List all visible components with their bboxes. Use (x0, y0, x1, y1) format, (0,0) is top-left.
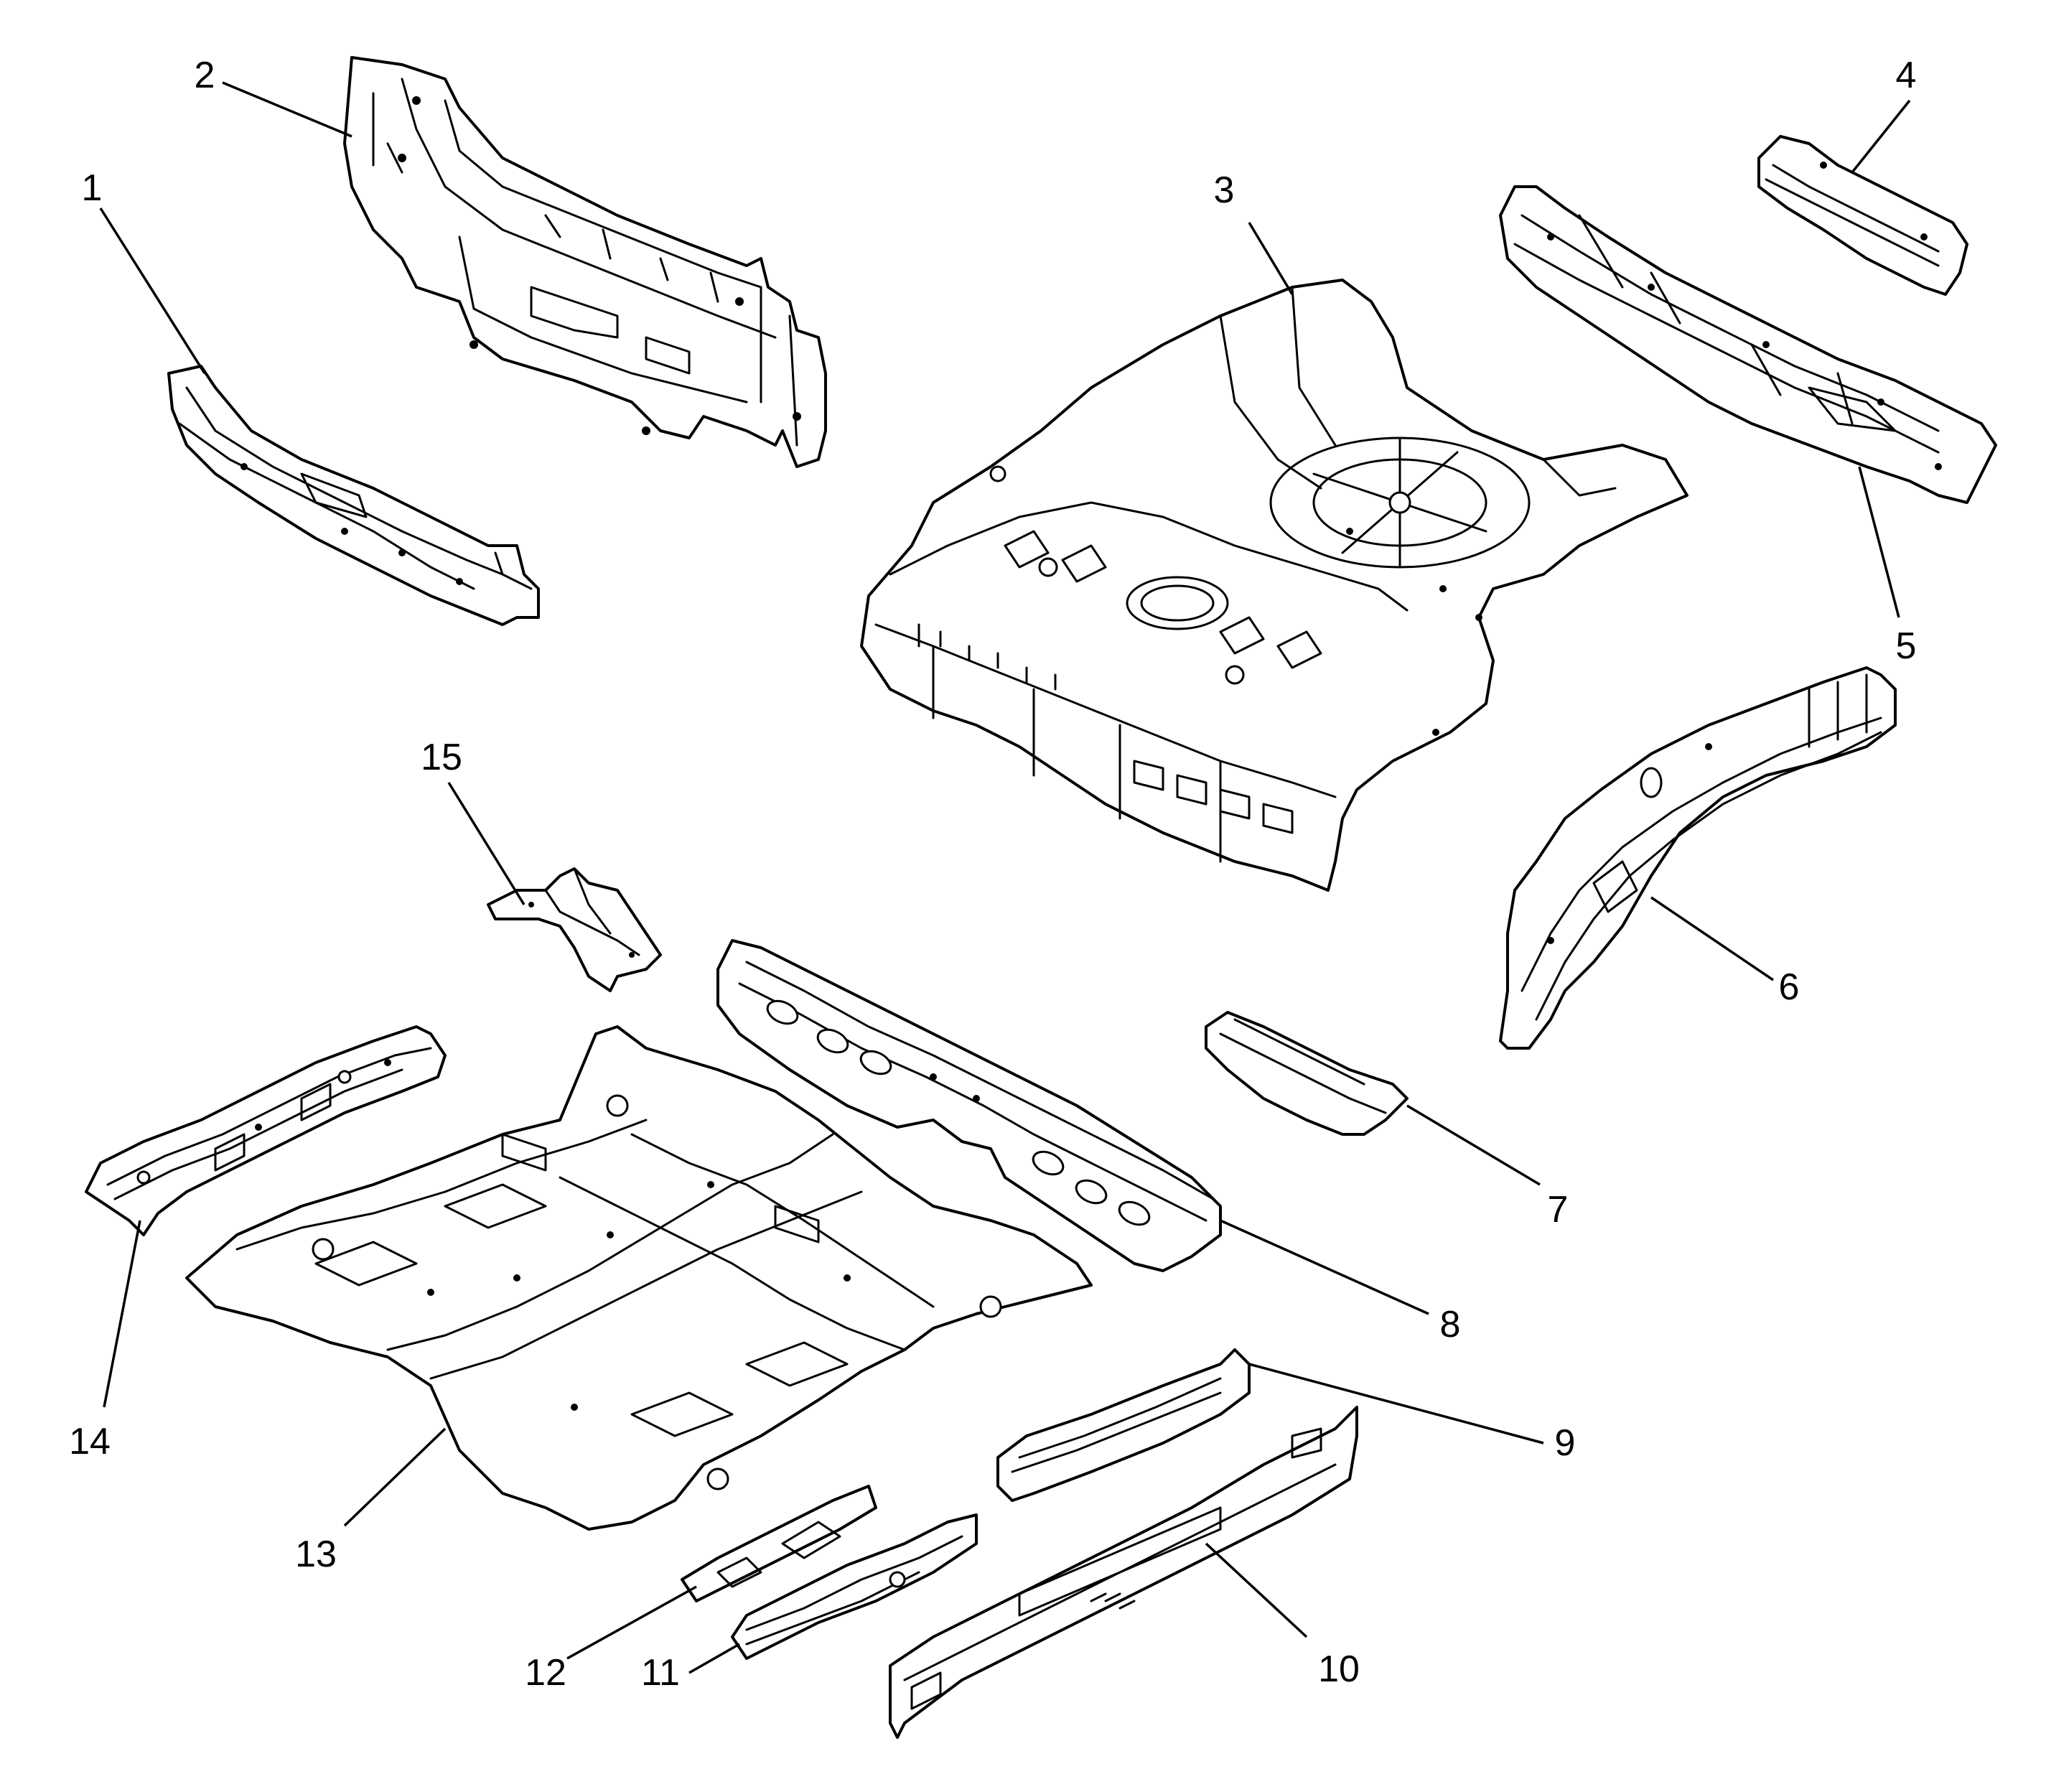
part-11-tunnel-reinforcement (731, 1513, 978, 1660)
callout-9: 9 (1555, 1422, 1576, 1464)
leader-7 (1406, 1104, 1541, 1186)
part-8-center-crossmember (716, 939, 1222, 1272)
callout-15: 15 (421, 737, 462, 778)
callout-11: 11 (641, 1652, 680, 1694)
leader-12 (566, 1585, 697, 1660)
leader-11 (688, 1643, 740, 1674)
callout-7: 7 (1548, 1189, 1569, 1231)
callout-5: 5 (1896, 625, 1917, 667)
part-3-rear-floor-pan (860, 279, 1688, 892)
callout-3: 3 (1214, 169, 1235, 211)
leader-4 (1851, 99, 1911, 174)
leader-3 (1248, 222, 1294, 295)
leader-13 (343, 1427, 447, 1527)
part-9-rocker-reinforcement (996, 1348, 1251, 1502)
callout-4: 4 (1896, 55, 1917, 96)
part-7-floor-crossmember (1205, 1011, 1409, 1136)
part-2-rear-bulkhead (343, 56, 827, 468)
callout-12: 12 (525, 1652, 566, 1694)
callout-8: 8 (1440, 1304, 1461, 1345)
callout-1: 1 (82, 167, 103, 209)
part-15-seat-bracket (487, 867, 662, 992)
leader-6 (1650, 896, 1774, 981)
leader-15 (447, 782, 525, 905)
leader-1 (99, 207, 206, 374)
part-13-front-floor-pan (185, 1025, 1093, 1531)
callout-10: 10 (1318, 1648, 1360, 1690)
leader-5 (1858, 466, 1900, 618)
callout-13: 13 (295, 1534, 337, 1575)
leader-9 (1248, 1363, 1544, 1445)
part-4-rail-bracket (1757, 135, 1968, 296)
leader-10 (1205, 1542, 1308, 1638)
part-10-rocker-panel (889, 1406, 1358, 1739)
part-14-front-side-rail (85, 1025, 447, 1236)
callout-14: 14 (69, 1421, 111, 1462)
part-6-side-rail-extension (1499, 666, 1897, 1050)
leader-8 (1220, 1219, 1429, 1315)
callout-6: 6 (1779, 966, 1800, 1008)
part-1-crossmember (167, 365, 540, 626)
part-12-floor-patch (681, 1485, 877, 1602)
callout-2: 2 (195, 55, 215, 96)
leader-2 (222, 81, 352, 138)
part-5-rear-rail (1499, 185, 1997, 504)
leader-14 (103, 1220, 141, 1408)
